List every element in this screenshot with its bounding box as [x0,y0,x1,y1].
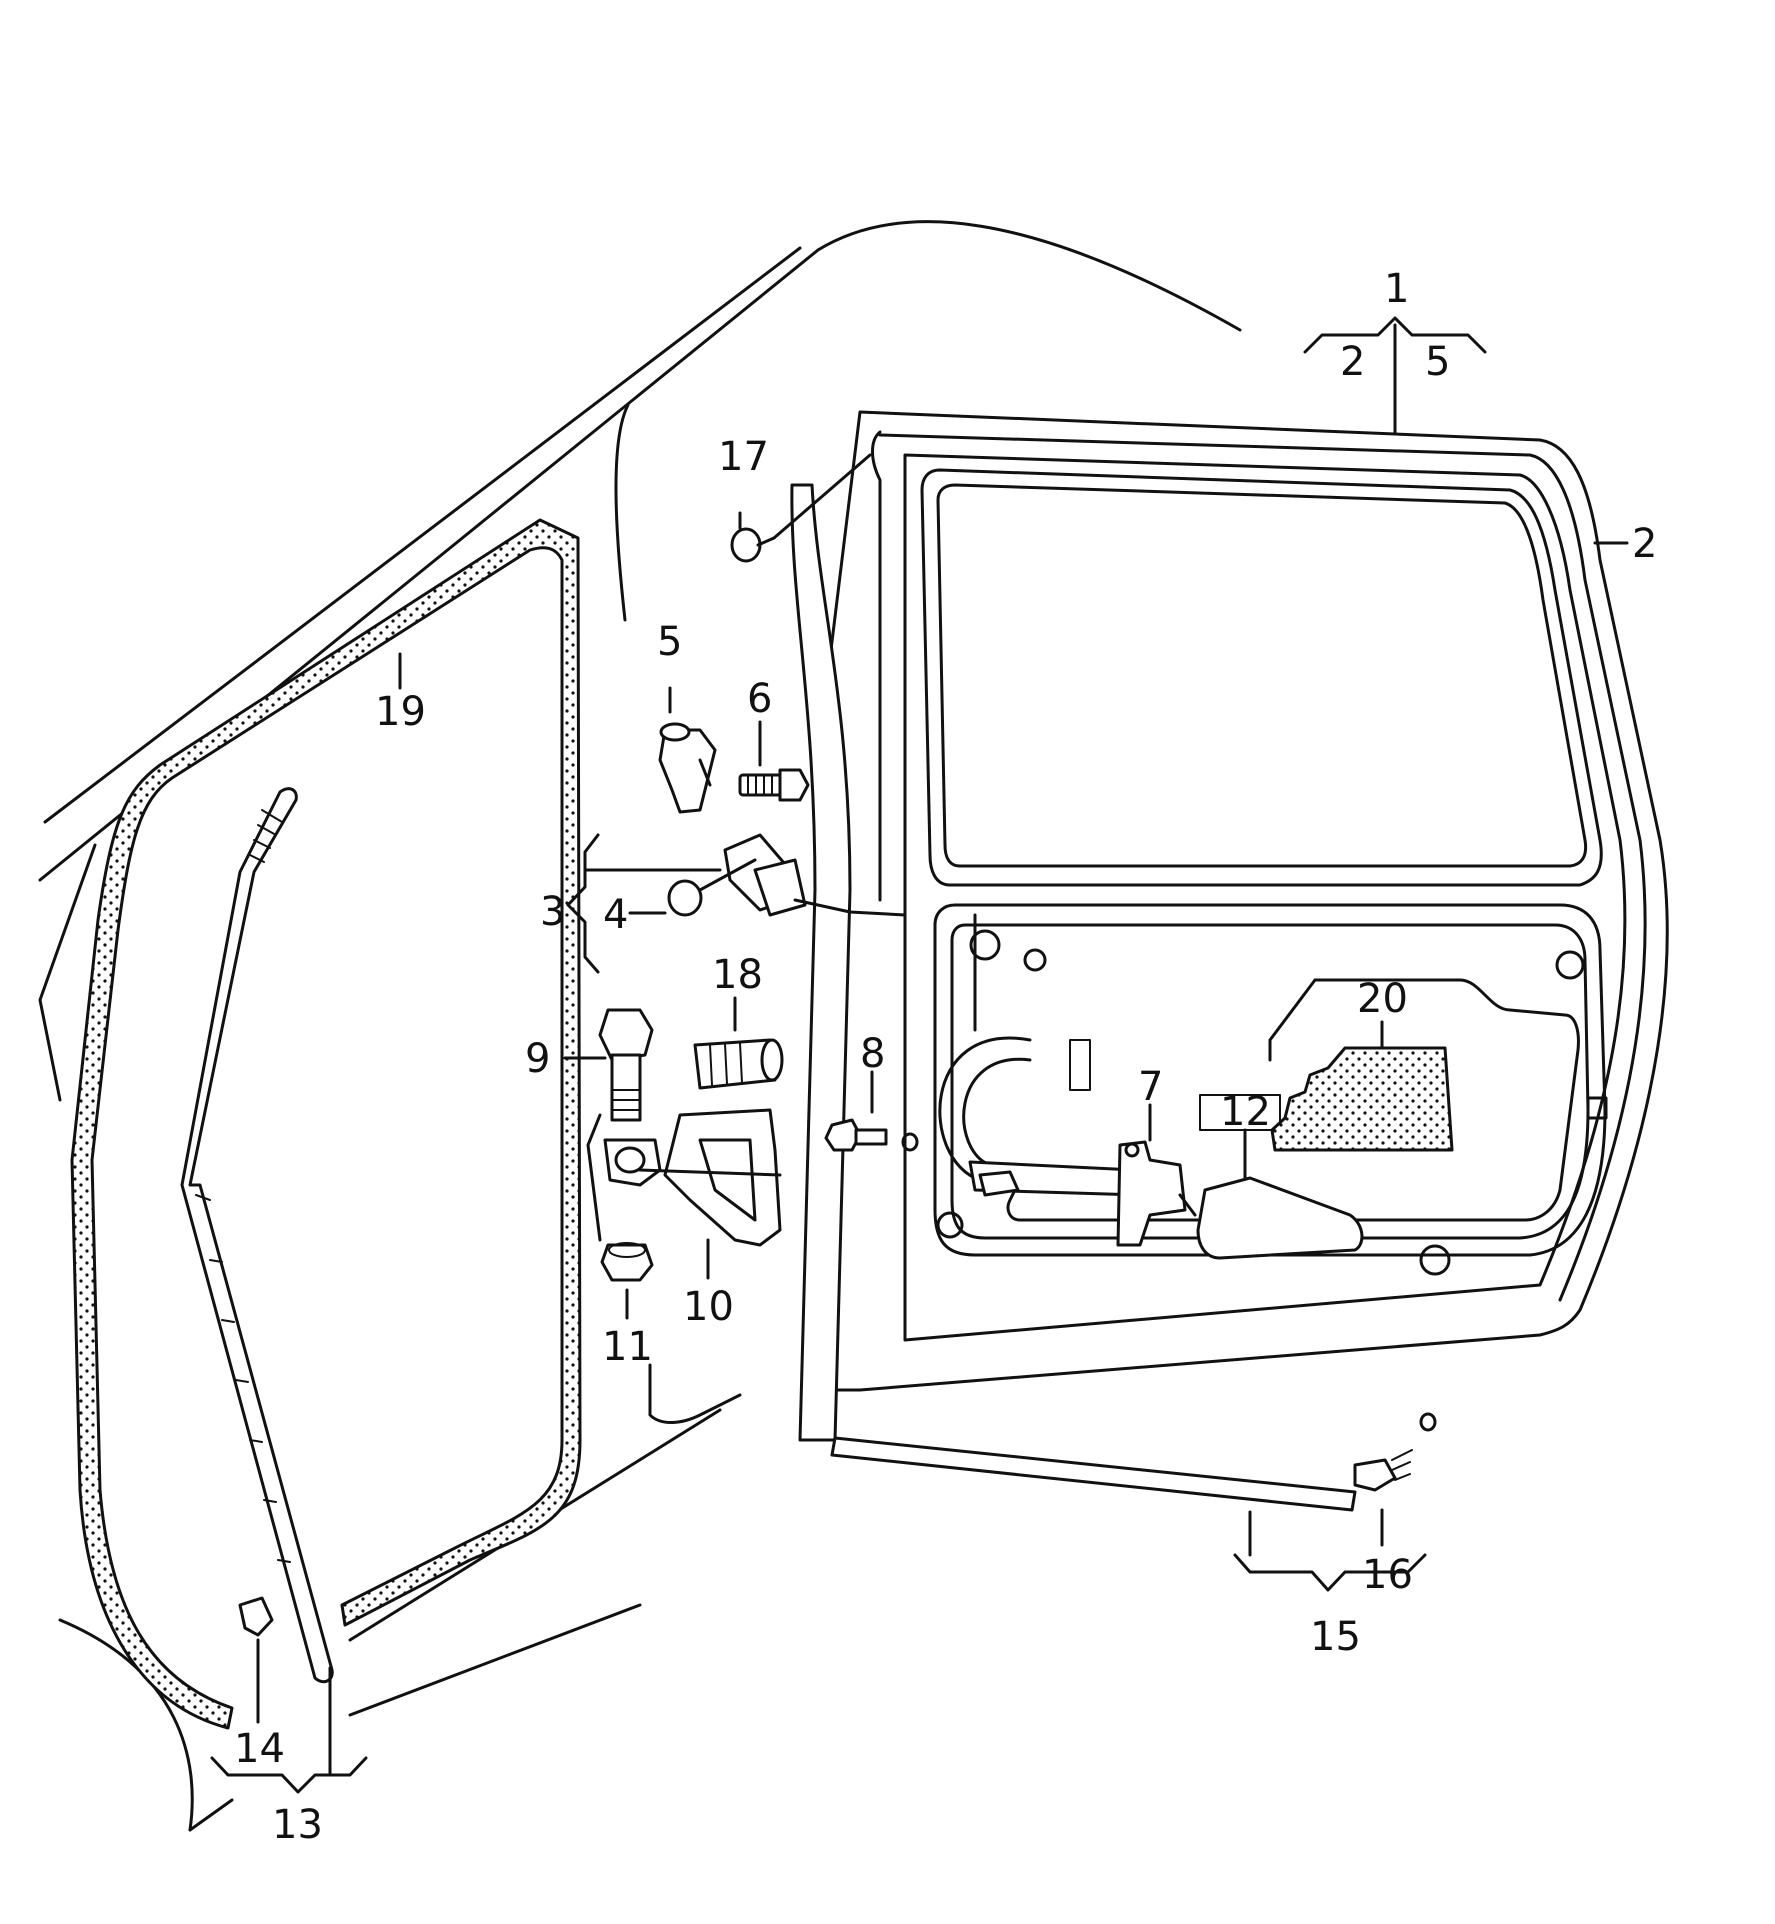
door-trim-strip [180,787,334,1684]
buffer [693,1038,784,1090]
bolt-6 [738,768,810,802]
callout-1-sub-2: 2 [1340,339,1365,385]
sound-deadening-mat [1270,1046,1454,1152]
callout-9: 9 [525,1036,550,1082]
callout-1: 1 [1384,266,1409,312]
callout-11: 11 [602,1324,653,1370]
door-check-housing [638,1108,782,1247]
door-opening-seal [70,518,582,1730]
hinge-bracket [586,1113,662,1242]
callout-13: 13 [272,1802,323,1848]
callout-15: 15 [1310,1614,1361,1660]
bolt-9 [598,1008,654,1122]
damping-block [1196,1176,1364,1260]
callout-6: 6 [747,676,772,722]
callout-14: 14 [234,1726,285,1772]
callout-18: 18 [712,952,763,998]
callout-5: 5 [657,619,682,665]
callout-1-sub-5: 5 [1425,339,1450,385]
callout-12: 12 [1220,1089,1271,1135]
door-panel [818,410,1669,1392]
callout-7: 7 [1138,1064,1163,1110]
leader-lines [210,316,1629,1794]
nut-11 [600,1242,654,1282]
callout-20: 20 [1357,976,1408,1022]
clip [1353,1412,1437,1492]
hinge-lower-assembly [723,833,907,917]
callout-16: 16 [1362,1552,1413,1598]
clip-14 [238,1596,274,1637]
door-sill-seal [830,1436,1357,1512]
nut-4 [667,858,757,917]
plug [730,453,872,563]
callout-19: 19 [375,689,426,735]
callout-4: 4 [603,892,628,938]
callout-3: 3 [540,889,565,935]
bolt-8 [824,1118,919,1152]
door-check-strap [968,1140,1197,1247]
callout-2: 2 [1632,521,1657,567]
callout-17: 17 [718,434,769,480]
callout-10: 10 [683,1284,734,1330]
callout-8: 8 [860,1031,885,1077]
callout-labels: 1 2 5 2 3 4 5 6 7 8 9 10 11 12 13 14 15 … [234,266,1657,1848]
hinge-upper [658,722,717,814]
